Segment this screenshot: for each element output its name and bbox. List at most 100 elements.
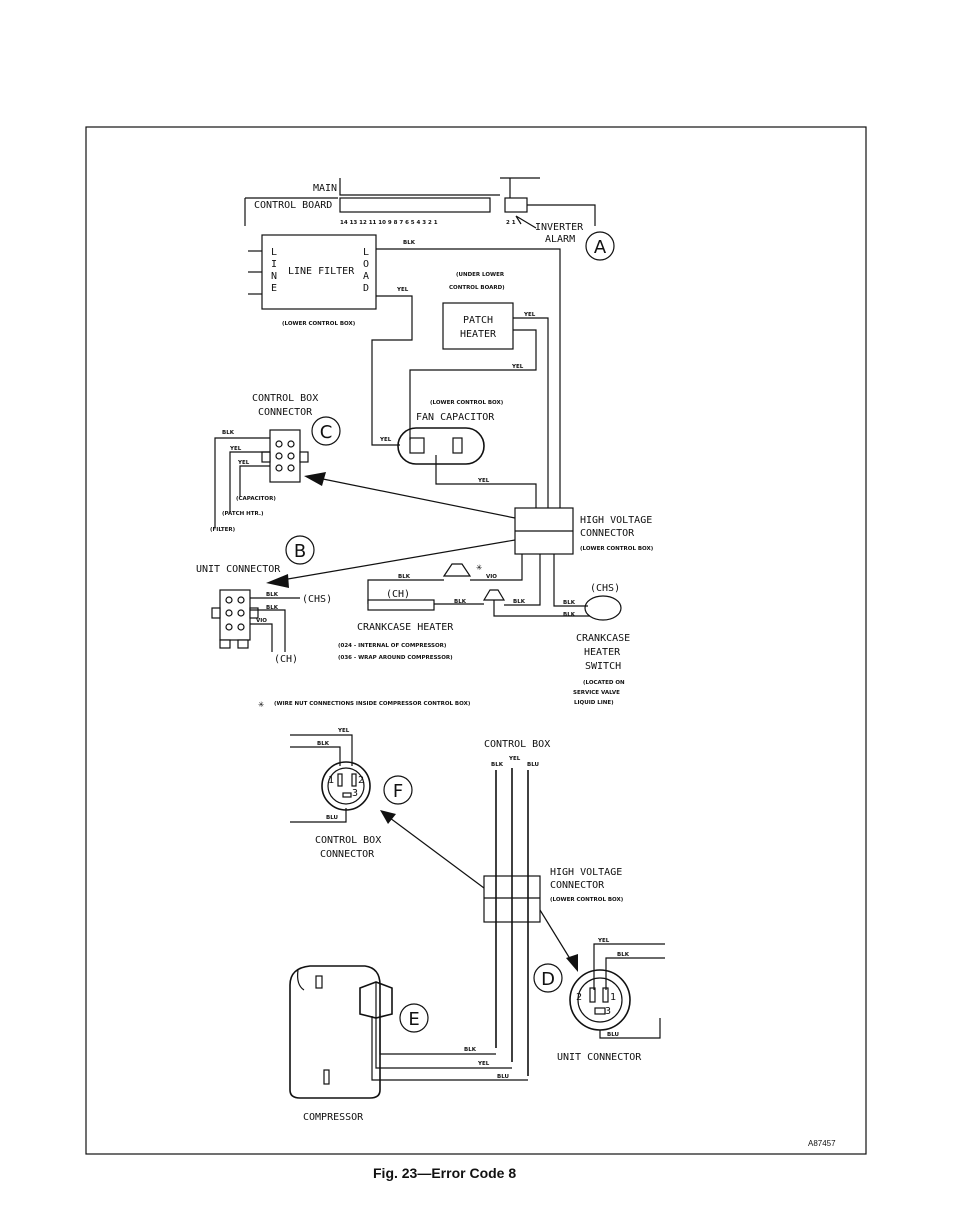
callout-f-letter: F: [393, 781, 403, 802]
figure-caption: Fig. 23—Error Code 8: [373, 1165, 516, 1181]
control-box-connector-top: CONTROL BOX CONNECTOR BLK YEL YEL (CAPAC…: [210, 393, 318, 533]
line-filter-location: (LOWER CONTROL BOX): [282, 321, 356, 327]
unit-connector-top: UNIT CONNECTOR BLK BLK VIO (CHS) (CH): [196, 564, 332, 665]
callout-c: C: [311, 416, 341, 446]
wire-blk-filter: [376, 248, 561, 508]
main-control-board: MAIN CONTROL BOARD 14 13 12 11 10 9 8 7 …: [244, 177, 596, 245]
wire-label-blu-2: BLU: [527, 762, 539, 768]
ch-label-2: (CH): [386, 589, 410, 600]
callout-a: A: [585, 231, 615, 261]
wire-label-blk-2: BLK: [222, 430, 235, 436]
figure-frame: [85, 126, 867, 1155]
pin-1-right: 1: [610, 992, 616, 1003]
pin-1-left: 1: [328, 775, 334, 786]
asterisk-symbol-2: ✳: [258, 699, 264, 710]
wire-label-yel-1: YEL: [396, 287, 409, 293]
high-voltage-connector-top: HIGH VOLTAGE CONNECTOR (LOWER CONTROL BO…: [514, 507, 654, 555]
wire-label-blk-3: BLK: [266, 592, 279, 598]
unit-connector-bottom: YEL BLK 2 1 3 BLU UNIT CONNECTOR: [557, 938, 665, 1063]
alarm-label: ALARM: [545, 234, 575, 245]
wire-label-blk-9: BLK: [563, 612, 576, 618]
ch-label-1: (CH): [274, 654, 298, 665]
line-letter-e: E: [271, 283, 277, 294]
hv-location: (LOWER CONTROL BOX): [580, 546, 654, 552]
crankcase-heater-word: HEATER: [584, 647, 621, 658]
wire-label-blk-12: BLK: [617, 952, 630, 958]
line-filter: L I N E L O A D LINE FILTER (LOWER CONTR…: [248, 234, 377, 327]
wire-label-yel-4: YEL: [511, 364, 524, 370]
wire-label-blk-1: BLK: [403, 240, 416, 246]
wire-label-blk-10: BLK: [317, 741, 330, 747]
fan-capacitor: (LOWER CONTROL BOX) FAN CAPACITOR YEL: [397, 400, 537, 508]
load-letter-o: O: [363, 259, 369, 270]
service-valve-label: SERVICE VALVE: [573, 690, 620, 696]
liquid-line-label: LIQUID LINE): [574, 700, 614, 706]
callout-b-letter: B: [294, 541, 306, 562]
wire-label-blu-4: BLU: [497, 1074, 509, 1080]
asterisk-symbol-1: ✳: [476, 562, 482, 573]
arrowhead-d: [566, 954, 578, 972]
crankcase-label: CRANKCASE: [576, 633, 630, 644]
cb-connector-connector: CONNECTOR: [320, 849, 375, 860]
pin-2-right: 2: [576, 992, 582, 1003]
control-box-cable: CONTROL BOX BLK YEL BLU HIGH VOLTAGE CON…: [483, 739, 624, 1076]
filter-label: (FILTER): [210, 527, 236, 533]
control-box-label: CONTROL BOX: [252, 393, 318, 404]
note-036: (036 - WRAP AROUND COMPRESSOR): [338, 655, 453, 661]
callout-c-letter: C: [320, 422, 333, 443]
wire-label-yel-7: YEL: [237, 460, 250, 466]
main-label: MAIN: [313, 183, 337, 194]
compressor: BLK YEL BLU COMPRESSOR: [289, 965, 528, 1123]
crankcase-heater: BLK VIO ✳ (CH) BLK BLK CRANKCASE HEATER …: [338, 554, 590, 661]
arrow-to-cb-connector-bottom: [389, 817, 485, 889]
patch-heater: (UNDER LOWER CONTROL BOARD) PATCH HEATER…: [409, 272, 549, 508]
hv-bottom-location: (LOWER CONTROL BOX): [550, 897, 624, 903]
chs-label-2: (CHS): [590, 583, 620, 594]
callout-e-letter: E: [408, 1009, 419, 1030]
line-letter-n: N: [271, 271, 277, 282]
wire-nut-note: (WIRE NUT CONNECTIONS INSIDE COMPRESSOR …: [274, 701, 471, 707]
arrow-to-unit-connector-bottom: [539, 909, 573, 963]
fan-capacitor-label: FAN CAPACITOR: [416, 412, 495, 423]
line-letter-l: L: [271, 247, 277, 258]
load-letter-d: D: [363, 283, 369, 294]
arrowhead-f: [380, 810, 396, 824]
pin-2-left: 2: [358, 775, 364, 786]
control-box-cable-label: CONTROL BOX: [484, 739, 550, 750]
wire-label-blu-1: BLU: [326, 815, 338, 821]
wire-label-blu-3: BLU: [607, 1032, 619, 1038]
wire-label-yel-9: YEL: [508, 756, 521, 762]
hv-bottom-label: HIGH VOLTAGE: [550, 867, 622, 878]
wire-label-blk-8: BLK: [563, 600, 576, 606]
callout-b: B: [285, 535, 315, 565]
arrow-to-control-box-connector: [317, 477, 516, 519]
connector-label: CONNECTOR: [258, 407, 313, 418]
control-board-label: CONTROL BOARD: [254, 200, 332, 211]
wire-label-blk-6: BLK: [454, 599, 467, 605]
hv-connector-label: CONNECTOR: [580, 528, 635, 539]
line-filter-label: LINE FILTER: [288, 266, 355, 277]
wire-label-yel-5: YEL: [477, 478, 490, 484]
callout-d: D: [533, 963, 563, 993]
arrowhead-b: [266, 574, 289, 588]
cb-connector-control-box: CONTROL BOX: [315, 835, 381, 846]
callout-e: E: [399, 1003, 429, 1033]
figure-code: A87457: [808, 1139, 836, 1148]
unit-connector-bottom-label: UNIT CONNECTOR: [557, 1052, 642, 1063]
crankcase-heater-label: CRANKCASE HEATER: [357, 622, 454, 633]
callout-d-letter: D: [541, 969, 555, 990]
wire-label-vio-2: VIO: [486, 574, 497, 580]
wire-label-blk-11: BLK: [491, 762, 504, 768]
fan-cap-location: (LOWER CONTROL BOX): [430, 400, 504, 406]
wire-label-yel-11: YEL: [477, 1061, 490, 1067]
crankcase-heater-switch: BLK BLK (CHS) CRANKCASE HEATER SWITCH (L…: [553, 554, 630, 706]
note-024: (024 - INTERNAL OF COMPRESSOR): [338, 643, 447, 649]
wire-label-yel-8: YEL: [337, 728, 350, 734]
unit-connector-label: UNIT CONNECTOR: [196, 564, 281, 575]
heater-label: HEATER: [460, 329, 497, 340]
switch-label: SWITCH: [585, 661, 621, 672]
load-letter-l: L: [363, 247, 369, 258]
arrowhead-c: [304, 472, 326, 486]
wire-label-vio-1: VIO: [256, 618, 267, 624]
control-box-connector-bottom: YEL BLK 1 2 3 BLU CONTROL BOX CONNECTOR: [290, 728, 381, 860]
